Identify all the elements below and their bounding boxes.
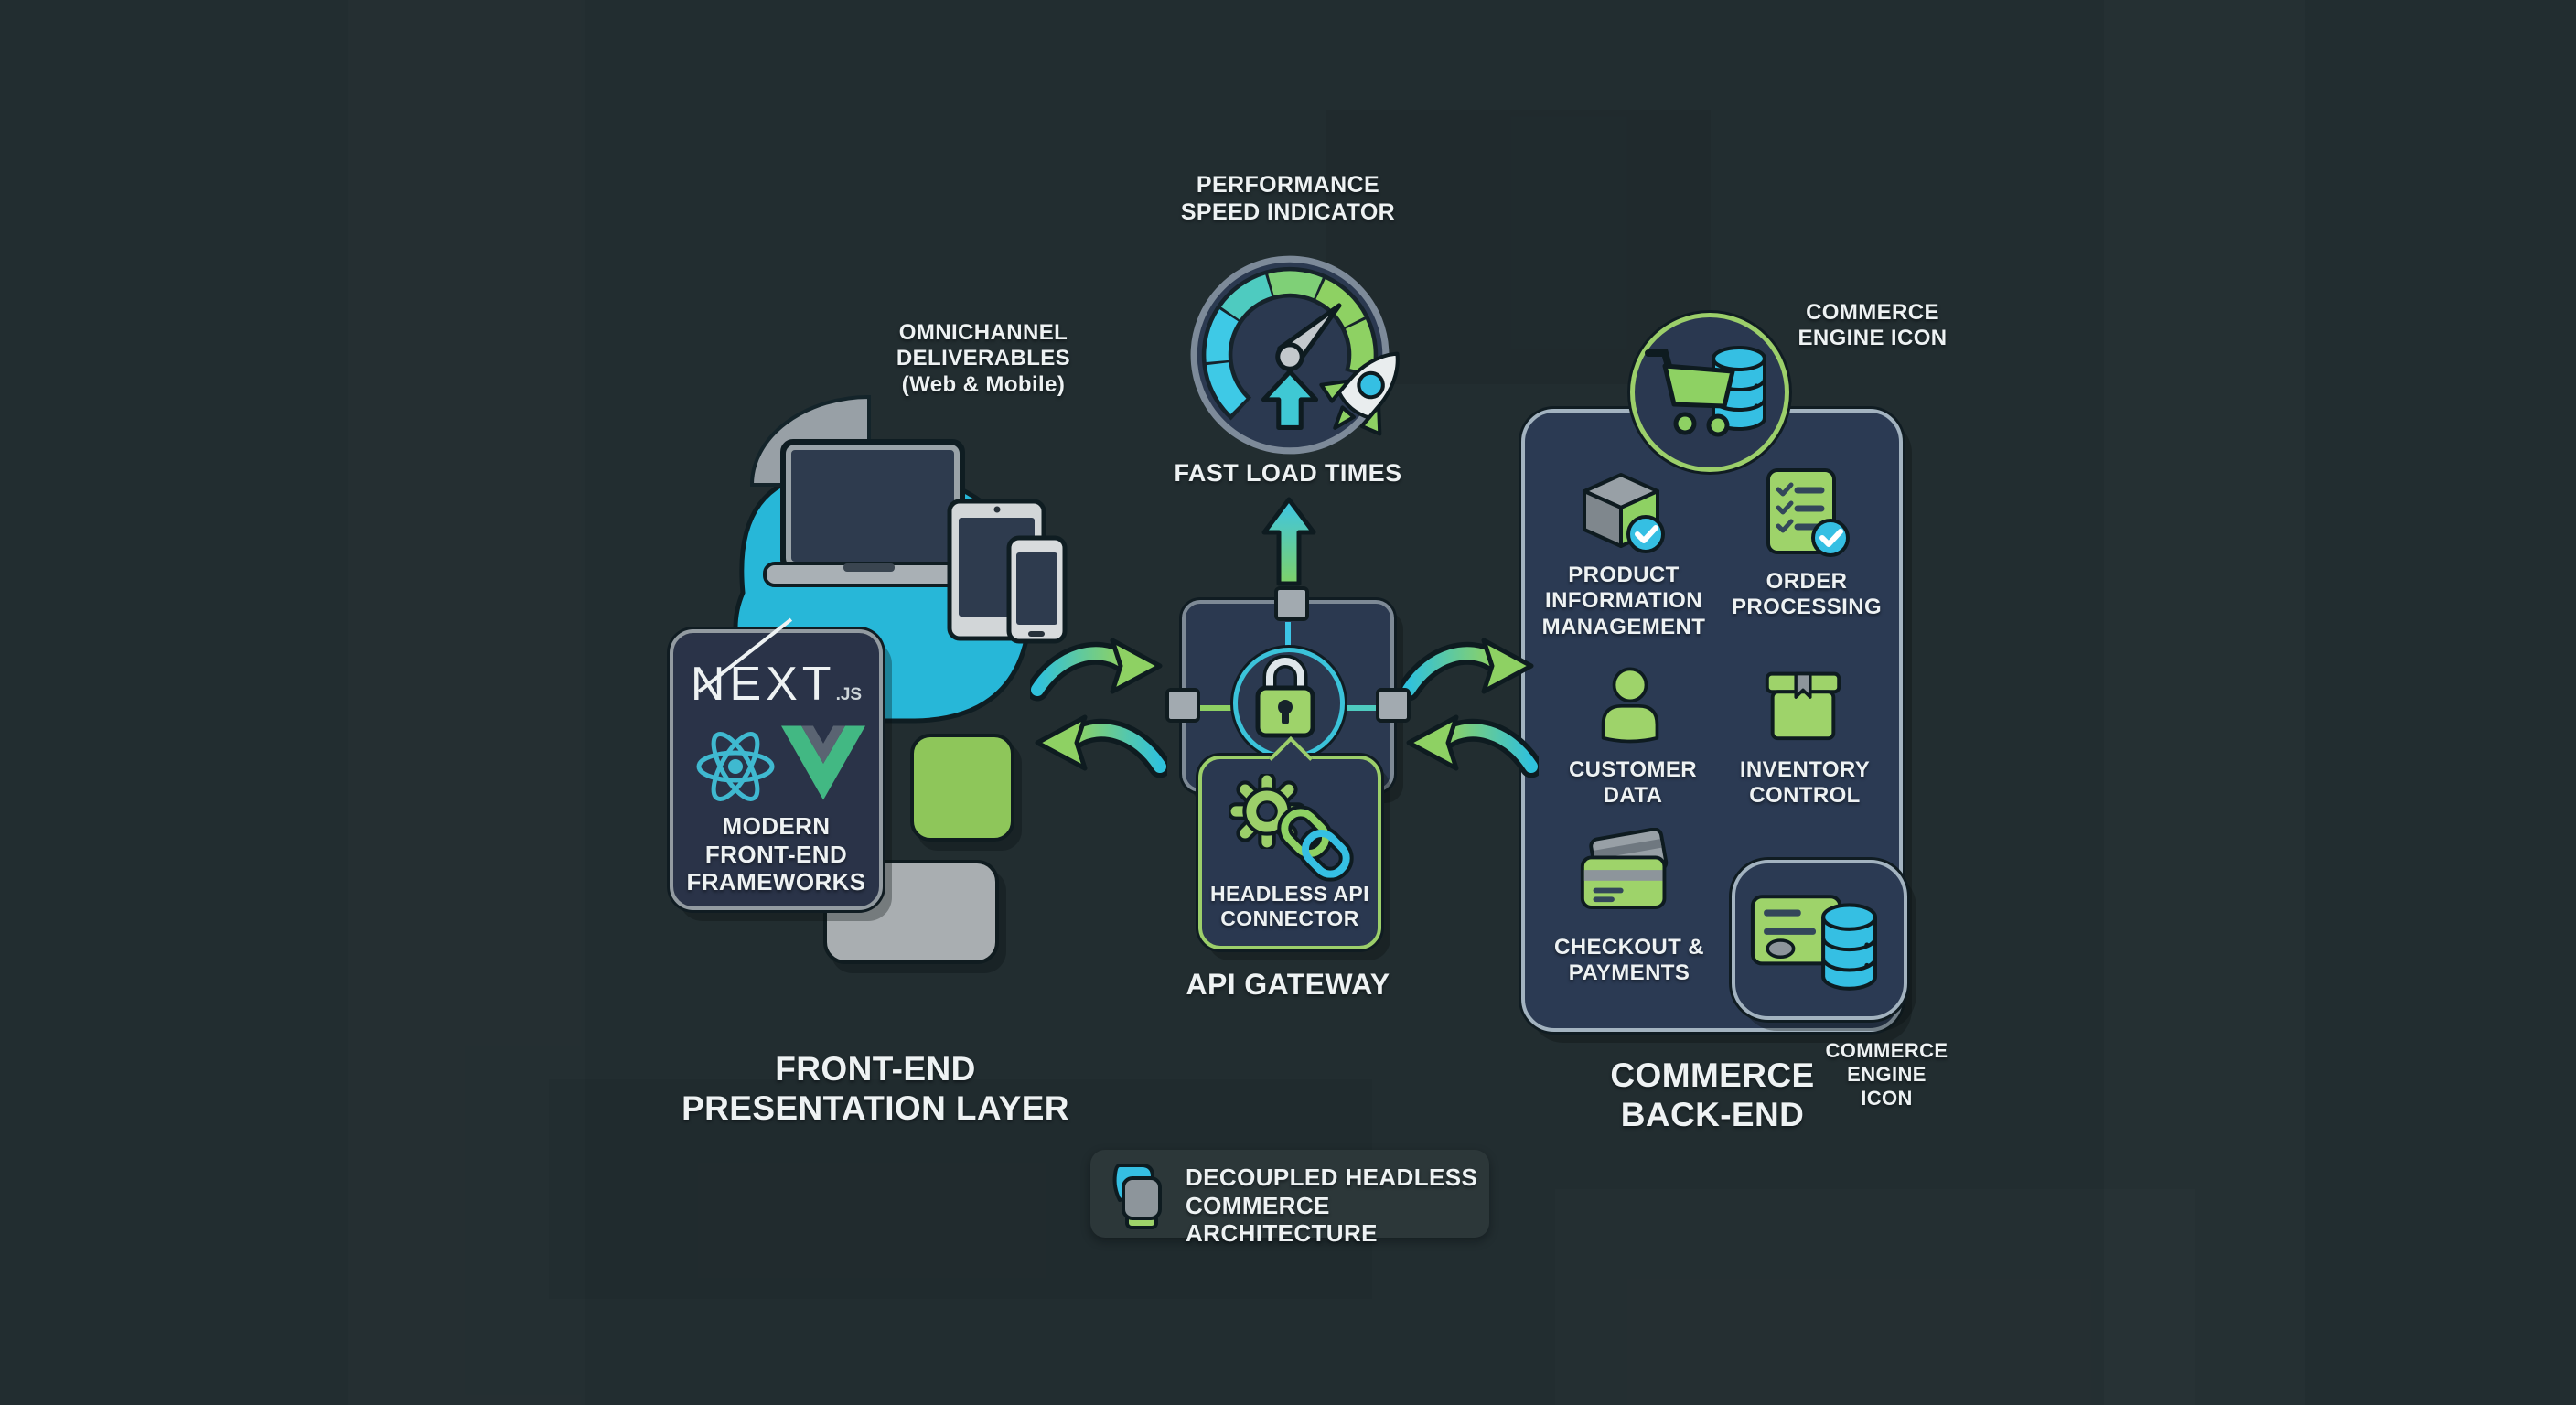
shopping-cart-icon [1645,349,1735,437]
feature-label: INVENTORY CONTROL [1739,757,1871,809]
layers-icon [1112,1164,1162,1229]
frontend-section-label: FRONT-END PRESENTATION LAYER [682,1050,1069,1127]
connector-line [1187,705,1239,711]
order-checklist-icon [1766,468,1850,557]
inventory-box-icon [1765,671,1841,741]
phone-icon [1006,535,1068,644]
laptop-icon [763,439,973,587]
omnichannel-label: OMNICHANNEL DELIVERABLES (Web & Mobile) [896,320,1071,397]
nextjs-suffix: .JS [835,685,863,704]
sync-arrows-icon [1030,638,1163,702]
green-tile [910,734,1014,842]
commerce-engine-icon [1750,895,1877,991]
sync-arrows-icon [1401,638,1534,702]
feature-label: CHECKOUT & PAYMENTS [1554,935,1704,986]
connector-node-left [1165,688,1200,723]
background-texture [1555,1189,2195,1405]
vue-icon [781,725,865,800]
database-icon [1821,903,1877,991]
credit-card-icon [1750,895,1842,966]
lock-icon [1255,655,1315,738]
background-texture [2104,0,2305,1405]
sync-arrows-icon [1035,714,1167,778]
feature-label: PRODUCT INFORMATION MANAGEMENT [1541,563,1706,639]
sync-arrows-icon [1406,714,1539,778]
legend-label: DECOUPLED HEADLESS COMMERCE ARCHITECTURE [1186,1164,1478,1248]
up-arrow-icon [1261,497,1316,586]
customer-person-icon [1601,667,1659,744]
framework-card-label: MODERN FRONT-END FRAMEWORKS [686,812,866,896]
performance-label: PERFORMANCE SPEED INDICATOR [1180,172,1396,225]
credit-card-icon [1580,828,1669,909]
feature-label: CUSTOMER DATA [1568,757,1698,809]
gray-tile [823,860,999,964]
omnichannel-devices-icon [733,394,1068,724]
gateway-label: API GATEWAY [1186,968,1390,1001]
speedometer-icon [1190,255,1390,455]
product-box-icon [1583,473,1665,553]
nextjs-wordmark: NEXT [690,658,836,711]
background-texture [348,0,585,1405]
connector-node-right [1376,688,1411,723]
rocket-icon [1319,351,1400,436]
connector-line [1337,705,1389,711]
connector-line [1285,622,1291,655]
engine-label-bottom: COMMERCE ENGINE ICON [1825,1039,1948,1110]
connector-card-label: HEADLESS API CONNECTOR [1210,882,1369,931]
backend-section-label: COMMERCE BACK-END [1610,1056,1815,1133]
engine-label-top: COMMERCE ENGINE ICON [1798,300,1948,351]
feature-label: ORDER PROCESSING [1731,569,1883,620]
connector-node-top [1274,586,1309,621]
commerce-engine-icon [1645,346,1766,437]
nextjs-logo: NEXT.JS [673,617,879,712]
react-icon [696,732,775,801]
chain-link-icon [1277,805,1354,882]
fast-load-label: FAST LOAD TIMES [1174,459,1402,487]
framework-card: NEXT.JS MODERN FRONT-END FRAMEWORKS [670,617,883,910]
up-arrow-icon [1261,369,1319,430]
